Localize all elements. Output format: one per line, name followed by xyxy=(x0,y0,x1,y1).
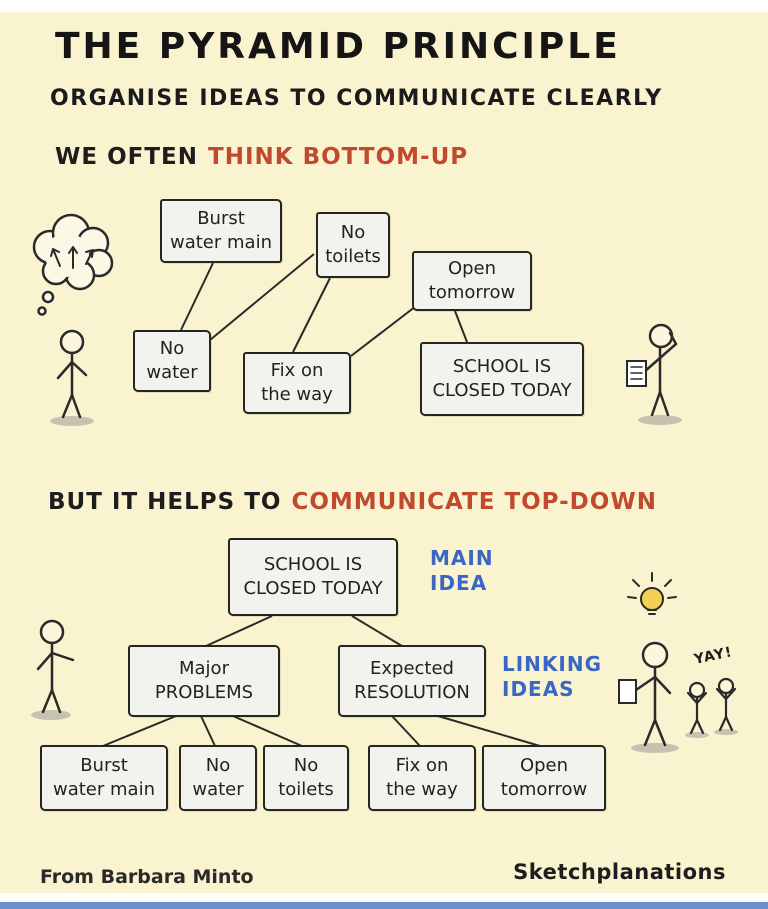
node-no-toilets: No toilets xyxy=(316,212,390,278)
pyramid-open-node: Open tomorrow xyxy=(482,745,606,811)
top-down-heading-accent: COMMUNICATE TOP-DOWN xyxy=(291,489,657,515)
stick-figure-checklist xyxy=(626,323,682,425)
lightbulb-icon xyxy=(627,572,677,615)
pyramid-toilets-node: No toilets xyxy=(263,745,349,811)
stick-figure-presenter xyxy=(31,619,75,720)
bottom-up-heading-accent: THINK BOTTOM-UP xyxy=(208,144,469,170)
pyramid-water-node: No water xyxy=(179,745,257,811)
bottom-up-heading-plain: WE OFTEN xyxy=(55,144,199,170)
pyramid-fix-node: Fix on the way xyxy=(368,745,476,811)
stick-figure-reader xyxy=(618,641,679,753)
node-open-tomorrow: Open tomorrow xyxy=(412,251,532,311)
cheering-figures xyxy=(685,677,738,738)
top-down-heading-plain: BUT IT HELPS TO xyxy=(48,489,282,515)
page-title: THE PYRAMID PRINCIPLE xyxy=(55,26,621,67)
node-burst-water-main: Burst water main xyxy=(160,199,282,263)
pyramid-burst-node: Burst water main xyxy=(40,745,168,811)
yay-text: YAY! xyxy=(692,644,735,668)
pyramid-resolution-node: Expected RESOLUTION xyxy=(338,645,486,717)
node-no-water: No water xyxy=(133,330,211,392)
top-strip xyxy=(0,0,768,12)
attribution-text: From Barbara Minto xyxy=(40,866,254,888)
bottom-strip-white xyxy=(0,893,768,902)
page-subtitle: ORGANISE IDEAS TO COMMUNICATE CLEARLY xyxy=(50,86,663,111)
brand-text: Sketchplanations xyxy=(513,860,726,884)
top-down-heading: BUT IT HELPS TO COMMUNICATE TOP-DOWN xyxy=(48,489,657,515)
bottom-up-heading: WE OFTEN THINK BOTTOM-UP xyxy=(55,144,468,170)
stick-figure-thinker xyxy=(50,329,94,426)
bottom-strip-blue xyxy=(0,902,768,909)
linking-ideas-label: LINKING IDEAS xyxy=(502,652,603,701)
cloud-arrows-icon xyxy=(50,246,94,269)
thought-cloud-icon xyxy=(32,213,114,316)
main-idea-label: MAIN IDEA xyxy=(430,546,494,595)
node-fix-on-the-way: Fix on the way xyxy=(243,352,351,414)
pyramid-main-idea-node: SCHOOL IS CLOSED TODAY xyxy=(228,538,398,616)
pyramid-problems-node: Major PROBLEMS xyxy=(128,645,280,717)
node-school-closed: SCHOOL IS CLOSED TODAY xyxy=(420,342,584,416)
